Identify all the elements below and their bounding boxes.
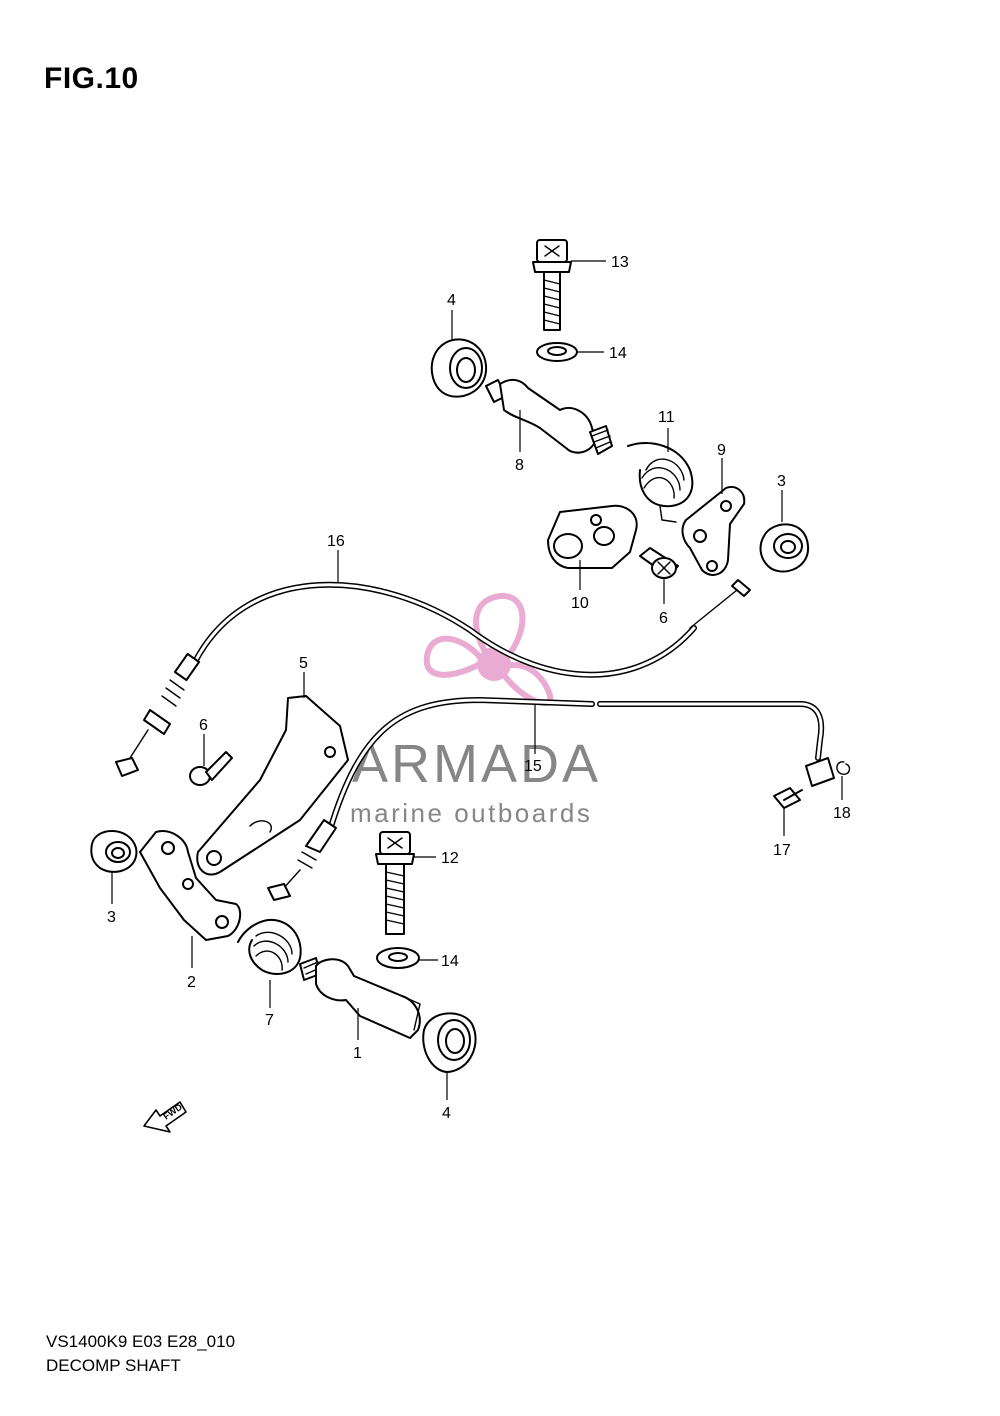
part-14-washer-upper bbox=[536, 342, 578, 362]
callout-4-upper: 4 bbox=[447, 292, 456, 309]
callout-6-upper: 6 bbox=[659, 610, 668, 627]
callout-10: 10 bbox=[571, 595, 589, 612]
part-18-clip bbox=[836, 761, 851, 775]
callout-labels: 13 14 4 8 11 9 3 10 6 16 5 6 15 18 17 3 … bbox=[107, 254, 851, 1122]
callout-15: 15 bbox=[524, 758, 542, 775]
part-5-plate bbox=[196, 695, 349, 876]
part-17-bolt bbox=[773, 787, 803, 809]
figure-title: FIG.10 bbox=[44, 62, 139, 95]
part-15-cable bbox=[267, 696, 835, 901]
part-8-shaft bbox=[485, 378, 613, 455]
callout-6-lower: 6 bbox=[199, 717, 208, 734]
watermark-tagline: marine outboards bbox=[350, 798, 592, 828]
part-14-washer-lower bbox=[376, 947, 420, 969]
callout-14-upper: 14 bbox=[609, 345, 627, 362]
part-6-screw-lower bbox=[189, 751, 233, 786]
callout-16: 16 bbox=[327, 533, 345, 550]
callout-8: 8 bbox=[515, 457, 524, 474]
callout-4-lower: 4 bbox=[442, 1105, 451, 1122]
callout-2: 2 bbox=[187, 974, 196, 991]
callout-17: 17 bbox=[773, 842, 791, 859]
footer: VS1400K9 E03 E28_010 DECOMP SHAFT bbox=[46, 1330, 235, 1378]
leader-lines bbox=[111, 260, 843, 1100]
part-16-cable bbox=[115, 579, 751, 777]
callout-3-left: 3 bbox=[107, 909, 116, 926]
part-4-bearing-upper bbox=[430, 338, 488, 398]
part-12-bolt bbox=[375, 831, 415, 935]
callout-18: 18 bbox=[833, 805, 851, 822]
part-1-shaft bbox=[299, 957, 421, 1039]
part-4-bearing-lower bbox=[422, 1012, 477, 1073]
callout-1: 1 bbox=[353, 1045, 362, 1062]
armada-watermark: ARMADA marine outboards bbox=[350, 592, 601, 828]
part-7-spring bbox=[237, 918, 302, 975]
callout-13: 13 bbox=[611, 254, 629, 271]
propeller-logo-icon bbox=[423, 592, 554, 707]
callout-5: 5 bbox=[299, 655, 308, 672]
callout-9: 9 bbox=[717, 442, 726, 459]
callout-12: 12 bbox=[441, 850, 459, 867]
fwd-arrow-icon: FWD bbox=[143, 1101, 187, 1133]
part-11-spring bbox=[627, 442, 694, 523]
part-10-bracket bbox=[547, 504, 638, 569]
part-13-bolt bbox=[532, 239, 572, 331]
diagram-name: DECOMP SHAFT bbox=[46, 1356, 181, 1375]
part-3-nut-left bbox=[90, 830, 138, 873]
part-9-lever bbox=[681, 486, 746, 576]
part-2-lever bbox=[139, 830, 242, 941]
callout-3-right: 3 bbox=[777, 473, 786, 490]
callout-7: 7 bbox=[265, 1012, 274, 1029]
callout-11: 11 bbox=[658, 409, 675, 426]
callout-14-lower: 14 bbox=[441, 953, 459, 970]
watermark-brand: ARMADA bbox=[352, 734, 601, 794]
part-6-screw-upper bbox=[639, 547, 679, 579]
part-3-nut-right bbox=[759, 523, 810, 573]
diagram-code: VS1400K9 E03 E28_010 bbox=[46, 1332, 236, 1351]
